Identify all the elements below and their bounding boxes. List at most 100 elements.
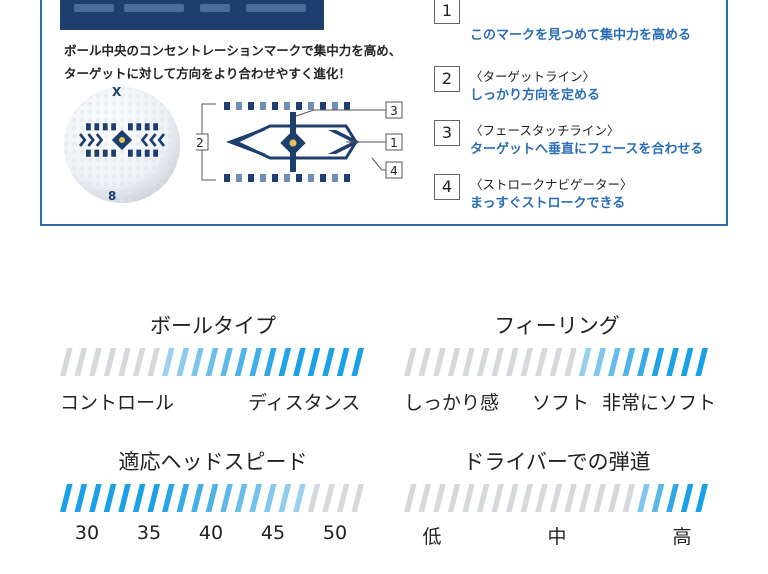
svg-text:1: 1 [390, 136, 398, 150]
bar-segment [578, 484, 592, 512]
spec-label-firm: しっかり感 [404, 392, 500, 414]
bar-segment [322, 348, 335, 376]
spec-title-head-speed: 適応ヘッドスピード [118, 450, 308, 474]
bar-segment [651, 484, 665, 512]
bar-segment [336, 348, 350, 376]
svg-text:2: 2 [196, 136, 204, 150]
bar-segment [205, 484, 219, 512]
bar-segment [278, 484, 292, 512]
spec-bar-trajectory [404, 484, 708, 512]
bar-segment [176, 348, 190, 376]
bar-segment [249, 348, 262, 376]
callout-box-4: 4 [385, 161, 403, 179]
bar-segment [506, 348, 519, 376]
spec-bar-feeling [404, 348, 708, 376]
bar-segment [307, 484, 321, 512]
spec-title-feeling: フィーリング [494, 314, 620, 338]
bar-segment [680, 484, 694, 512]
bar-segment [322, 484, 335, 512]
ball-logo-text: X [112, 85, 122, 99]
bar-segment [637, 348, 650, 376]
bar-segment [351, 348, 364, 376]
mark-label: 〈フェースタッチライン〉 [470, 123, 620, 138]
bar-segment [564, 348, 577, 376]
concentration-mark-on-ball [78, 123, 166, 157]
spec-label-distance: ディスタンス [248, 392, 361, 414]
bar-segment [593, 348, 606, 376]
bar-segment [293, 348, 306, 376]
spec-label-35: 35 [136, 522, 162, 544]
bar-segment [433, 484, 446, 512]
bar-segment [476, 484, 490, 512]
mark-number: 3 [434, 120, 460, 146]
svg-text:4: 4 [390, 164, 398, 178]
bar-segment [622, 348, 636, 376]
mark-label: 〈ターゲットライン〉 [470, 69, 596, 84]
bar-segment [278, 348, 292, 376]
bar-segment [162, 484, 175, 512]
bar-segment [520, 484, 534, 512]
bar-segment [176, 484, 190, 512]
bar-segment [205, 348, 219, 376]
bar-segment [234, 348, 248, 376]
bar-segment [89, 348, 102, 376]
spec-label-high: 高 [672, 526, 692, 548]
bar-segment [506, 484, 519, 512]
mark-number: 2 [434, 66, 460, 92]
intro-text-line-2: ターゲットに対して方向をより合わせやすく進化！ [64, 66, 351, 81]
mark-description: しっかり方向を定める [470, 88, 601, 103]
bar-segment [404, 484, 417, 512]
bar-segment [147, 484, 160, 512]
bar-segment [666, 348, 679, 376]
bar-segment [60, 348, 73, 376]
bar-segment [578, 348, 592, 376]
mark-description: ターゲットへ垂直にフェースを合わせる [470, 142, 704, 157]
alignment-mark-diagram: 2 3 1 4 [196, 101, 403, 182]
bar-segment [191, 484, 204, 512]
ball-number-text: 8 [108, 189, 116, 203]
bar-segment [622, 484, 636, 512]
mark-description: まっすぐストロークできる [470, 196, 626, 211]
bar-segment [549, 484, 563, 512]
bar-segment [418, 484, 432, 512]
bar-segment [695, 484, 708, 512]
bar-segment [351, 484, 364, 512]
bar-segment [103, 484, 117, 512]
bar-segment [433, 348, 446, 376]
bar-segment [220, 348, 233, 376]
svg-text:3: 3 [390, 104, 398, 118]
callout-box-3: 3 [385, 101, 403, 119]
spec-label-40: 40 [198, 522, 224, 544]
bar-segment [404, 348, 417, 376]
bar-segment [549, 348, 563, 376]
bar-segment [293, 484, 306, 512]
bar-segment [118, 484, 131, 512]
golf-ball-image: X 8 [64, 85, 180, 203]
bar-segment [666, 484, 679, 512]
callout-box-1: 1 [385, 133, 403, 151]
bar-segment [535, 484, 548, 512]
bar-segment [637, 484, 650, 512]
spec-title-trajectory: ドライバーでの弾道 [463, 450, 651, 474]
title-bar [60, 0, 324, 30]
spec-label-45: 45 [260, 522, 286, 544]
bar-segment [418, 348, 432, 376]
mark-label: 〈ストロークナビゲーター〉 [470, 177, 633, 192]
bar-segment [307, 348, 321, 376]
bar-segment [491, 484, 504, 512]
bar-segment [608, 484, 621, 512]
spec-bar-head-speed [60, 484, 364, 512]
spec-label-soft: ソフト [532, 392, 590, 414]
bar-segment [462, 348, 475, 376]
bar-segment [191, 348, 204, 376]
bar-segment [447, 348, 461, 376]
bar-segment [651, 348, 665, 376]
bar-segment [147, 348, 160, 376]
mark-number: 4 [434, 174, 460, 200]
bar-segment [234, 484, 248, 512]
bar-segment [103, 348, 117, 376]
spec-label-50: 50 [322, 522, 348, 544]
bar-segment [491, 348, 504, 376]
bar-segment [535, 348, 548, 376]
bar-segment [132, 348, 146, 376]
